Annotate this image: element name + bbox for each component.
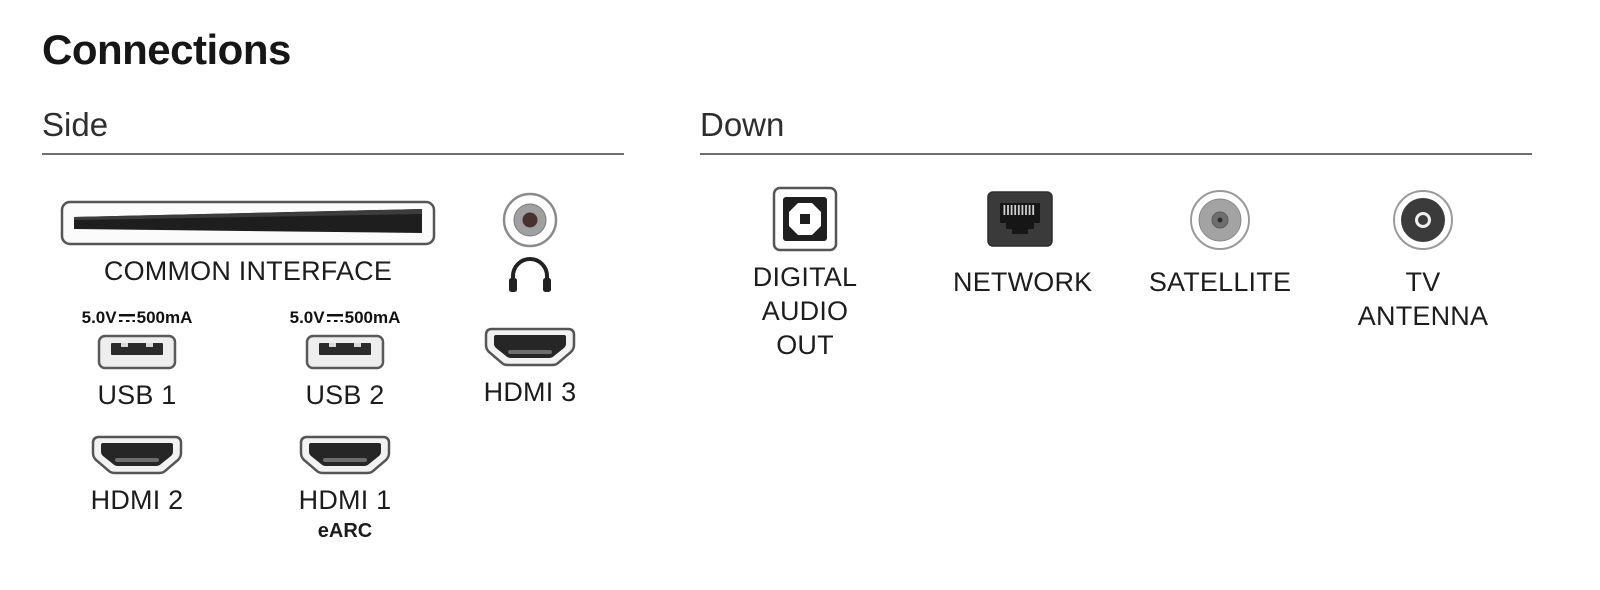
down-rule [700,153,1532,155]
usb2-power-label: 5.0V 500mA [270,308,420,328]
tv-antenna-label: TV ANTENNA [1357,267,1489,331]
side-rule [42,153,624,155]
headphone-jack-icon [502,192,558,248]
common-interface-label: COMMON INTERFACE [103,256,393,286]
usb-port-icon [97,334,177,370]
tv-antenna-connector-icon [1393,190,1453,250]
hdmi2-label: HDMI 2 [90,485,184,515]
satellite-label: SATELLITE [1148,267,1292,297]
usb2-port: 5.0V 500mA USB 2 [270,308,420,413]
hdmi2-port: HDMI 2 [62,435,212,518]
satellite-port: SATELLITE [1148,188,1292,300]
hdmi3-label: HDMI 3 [483,377,577,407]
headphone-port [496,190,564,294]
usb1-port: 5.0V 500mA USB 1 [62,308,212,413]
digital-audio-out-port: DIGITAL AUDIO OUT [738,186,872,362]
common-interface-slot-icon [60,200,436,246]
digital-audio-out-label-line2: AUDIO OUT [761,295,849,360]
headphones-icon [509,257,551,292]
digital-audio-out-label: DIGITAL AUDIO OUT [738,261,872,362]
dc-symbol-icon [118,314,135,322]
hdmi1-label: HDMI 1 [298,485,392,515]
section-heading-side: Side [42,106,109,143]
network-port: NETWORK [953,190,1093,300]
usb1-power-label: 5.0V 500mA [62,308,212,328]
usb2-label: USB 2 [305,380,385,410]
ethernet-port-icon [987,191,1053,247]
hdmi-port-icon [299,435,391,475]
usb1-volt: 5.0V [81,308,117,327]
hdmi3-port: HDMI 3 [455,327,605,410]
usb1-amp: 500mA [136,308,193,327]
common-interface-port: COMMON INTERFACE [60,200,436,289]
usb2-amp: 500mA [344,308,401,327]
network-label: NETWORK [953,267,1093,297]
dc-symbol-icon [326,314,343,322]
digital-audio-out-label-line1: DIGITAL [752,262,858,292]
satellite-connector-icon [1190,190,1250,250]
hdmi-port-icon [484,327,576,367]
hdmi1-earc-label: eARC [317,519,373,542]
usb-port-icon [305,334,385,370]
section-heading-down: Down [700,106,785,143]
tv-antenna-port: TV ANTENNA [1338,188,1508,334]
optical-audio-icon [772,186,838,252]
hdmi1-port: HDMI 1 eARC [270,435,420,543]
hdmi-port-icon [91,435,183,475]
page-title: Connections [42,26,291,73]
usb2-volt: 5.0V [289,308,325,327]
usb1-label: USB 1 [97,380,177,410]
